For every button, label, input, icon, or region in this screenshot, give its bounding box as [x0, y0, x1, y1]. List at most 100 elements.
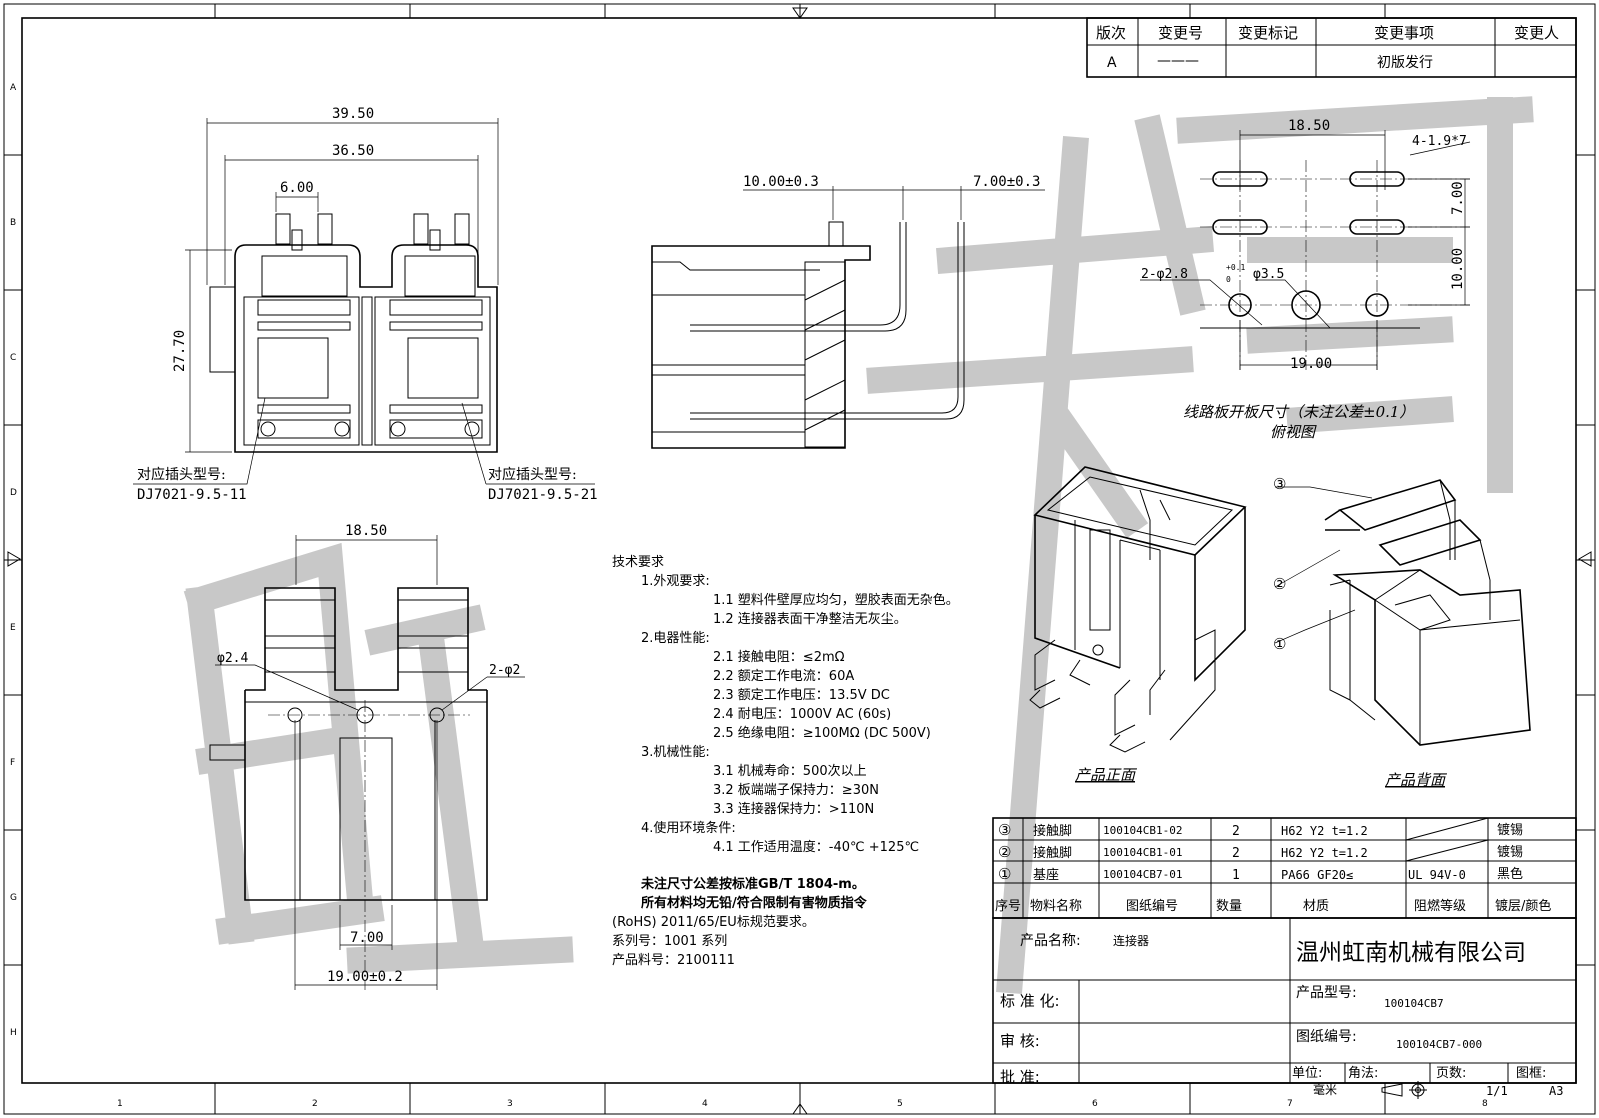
pcb-subcaption: 俯视图	[1270, 423, 1317, 441]
row-letter-c: C	[10, 353, 16, 363]
pcb-dim-18-50: 18.50	[1288, 118, 1330, 134]
watermark	[183, 96, 1534, 994]
bom-row-1-name: 基座	[1033, 868, 1059, 883]
angle-label: 角法:	[1348, 1066, 1378, 1081]
rev-header-change-no: 变更号	[1158, 24, 1203, 42]
tech-line-4: 2.电器性能:	[641, 631, 710, 646]
bv-dim-hole-b: 2-φ2	[489, 663, 520, 678]
bom-row-3-finish: 镀锡	[1497, 822, 1523, 838]
front-caption: 产品正面	[1075, 766, 1138, 784]
tech-line-2: 1.1 塑料件壁厚应均匀，塑胶表面无杂色。	[713, 592, 959, 608]
pcb-tol-up: +0.1	[1226, 263, 1245, 272]
col-num-1: 1	[117, 1099, 123, 1109]
callout-3: ③	[1273, 475, 1286, 493]
pcb-dim-10-00: 10.00	[1450, 248, 1466, 290]
projection-symbol-icon	[1381, 1081, 1427, 1099]
tech-line-15: 4.1 工作适用温度：-40℃ +125℃	[713, 839, 919, 855]
bom-row-2-no: ②	[998, 843, 1011, 861]
product-name: 连接器	[1113, 933, 1149, 948]
bom-header-no: 序号	[995, 899, 1021, 914]
row-letter-g: G	[10, 893, 17, 903]
col-num-7: 7	[1287, 1099, 1293, 1109]
tech-line-12: 3.2 板端端子保持力：≥30N	[713, 783, 879, 798]
tech-line-6: 2.2 额定工作电流：60A	[713, 669, 854, 684]
std-label: 标 准 化:	[1000, 992, 1060, 1010]
bom-row-2-qty: 2	[1232, 846, 1240, 861]
col-num-4: 4	[702, 1099, 708, 1109]
rev-header-item: 变更事项	[1374, 24, 1434, 42]
bom-header-name: 物料名称	[1030, 898, 1082, 914]
tech-line-5: 2.1 接触电阻：≤2mΩ	[713, 649, 845, 665]
model-value: 100104CB7	[1384, 997, 1444, 1010]
approve-label: 批 准:	[1000, 1068, 1040, 1086]
title-block: 产品名称: 连接器 温州虹南机械有限公司 标 准 化: 审 核: 批 准: 产品…	[992, 917, 1577, 1099]
pcb-dim-19-00: 19.00	[1290, 356, 1332, 372]
tech-line-7: 2.3 额定工作电压：13.5V DC	[713, 688, 890, 703]
company-name: 温州虹南机械有限公司	[1296, 940, 1526, 966]
dim-36-50: 36.50	[332, 143, 374, 159]
row-letter-b: B	[10, 218, 16, 228]
rev-header-person: 变更人	[1514, 24, 1559, 42]
bv-dim-19-00: 19.00±0.2	[327, 969, 403, 985]
dim-39-50: 39.50	[332, 106, 374, 122]
plug-label-right: 对应插头型号:	[488, 466, 577, 483]
dim-27-70: 27.70	[172, 330, 188, 372]
bom-row-3-no: ③	[998, 821, 1011, 839]
tech-line-8: 2.4 耐电压：1000V AC (60s)	[713, 707, 891, 722]
tech-note-2: 所有材料均无铅/符合限制有害物质指令	[641, 895, 868, 911]
iso-back-view: ③ ② ① 产品背面	[1273, 475, 1531, 789]
plug-label-left: 对应插头型号:	[137, 466, 226, 483]
bottom-view: 18.50 φ2.4 2-φ2 7.00 19.00±0.2	[209, 523, 525, 990]
bom-row-3-name: 接触脚	[1033, 823, 1072, 839]
tech-note-3: (RoHS) 2011/65/EU标规范要求。	[612, 915, 815, 930]
bom-row-2-name: 接触脚	[1033, 845, 1072, 861]
pcb-tol-down: 0	[1226, 275, 1231, 284]
tech-requirements: 技术要求 1.外观要求: 1.1 塑料件壁厚应均匀，塑胶表面无杂色。 1.2 连…	[612, 555, 959, 968]
bom-row-2-material: H62 Y2 t=1.2	[1281, 846, 1368, 860]
bom-row-1-flame: UL 94V-0	[1408, 868, 1466, 882]
tech-line-14: 4.使用环境条件:	[641, 820, 736, 836]
pcb-dim-hole-small: 2-φ2.8	[1141, 267, 1188, 282]
drawing-no-label: 图纸编号:	[1296, 1029, 1357, 1045]
col-num-6: 6	[1092, 1099, 1098, 1109]
unit-value: 毫米	[1313, 1082, 1337, 1097]
tech-line-9: 2.5 绝缘电阻：≥100MΩ (DC 500V)	[713, 725, 931, 741]
tech-part-no: 产品料号：2100111	[612, 953, 735, 968]
rev-header-version: 版次	[1096, 24, 1126, 42]
bv-dim-18-50: 18.50	[345, 523, 387, 539]
rev-version: A	[1107, 55, 1117, 71]
bom-row-3-qty: 2	[1232, 824, 1240, 839]
bom-row-1-material: PA66 GF20≤	[1281, 868, 1353, 882]
frame-label: 图框:	[1516, 1066, 1546, 1081]
col-num-8: 8	[1482, 1099, 1488, 1109]
plug-model-left: DJ7021-9.5-11	[137, 487, 247, 503]
callout-2: ②	[1273, 575, 1286, 593]
bom-row-1-qty: 1	[1232, 868, 1240, 883]
tech-line-13: 3.3 连接器保持力：>110N	[713, 801, 874, 817]
tech-series: 系列号：1001 系列	[612, 934, 727, 949]
row-letter-d: D	[10, 488, 17, 498]
tech-title: 技术要求	[612, 555, 664, 570]
bv-dim-hole-a: φ2.4	[217, 651, 248, 666]
tech-line-11: 3.1 机械寿命：500次以上	[713, 763, 867, 779]
iso-front-view: 产品正面	[1029, 466, 1247, 784]
bom-header-finish: 镀层/颜色	[1495, 898, 1551, 914]
tech-line-3: 1.2 连接器表面干净整洁无灰尘。	[713, 611, 907, 627]
dim-6-00: 6.00	[280, 180, 314, 196]
col-num-3: 3	[507, 1099, 513, 1109]
tech-line-1: 1.外观要求:	[641, 574, 710, 589]
bom-row-3-drawing: 100104CB1-02	[1103, 824, 1182, 837]
bom-header-material: 材质	[1303, 899, 1329, 914]
rev-item: 初版发行	[1377, 54, 1433, 71]
row-letter-e: E	[10, 623, 16, 633]
pages-value: 1/1	[1486, 1084, 1508, 1098]
drawing-no-value: 100104CB7-000	[1396, 1038, 1482, 1051]
bom-header-flame: 阻燃等级	[1414, 898, 1466, 914]
bom-row-1-finish: 黑色	[1497, 866, 1523, 882]
pcb-dim-slots: 4-1.9*7	[1412, 134, 1467, 149]
review-label: 审 核:	[1000, 1032, 1040, 1050]
dim-10-00-tol: 10.00±0.3	[743, 174, 819, 190]
pcb-dim-hole-big: φ3.5	[1253, 267, 1284, 282]
bom-header-drawing: 图纸编号	[1126, 899, 1178, 914]
